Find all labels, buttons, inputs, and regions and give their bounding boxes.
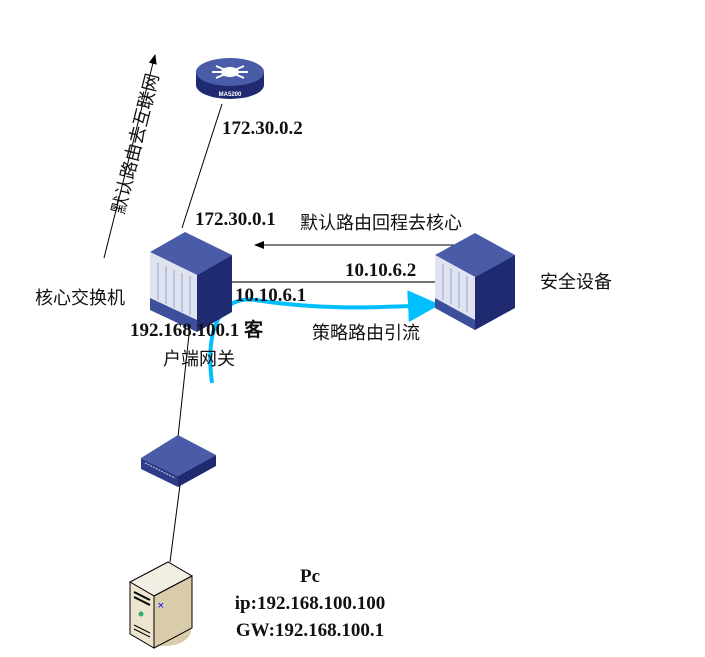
svg-text:×: ×	[157, 601, 165, 611]
policy-route-label: 策略路由引流	[312, 323, 420, 344]
link-router-core	[181, 103, 223, 229]
pc-tower-icon: ×	[128, 561, 194, 649]
default-route-return-label: 默认路由回程去核心	[300, 213, 462, 234]
pc-ip: ip:192.168.100.100	[235, 593, 385, 614]
link-switch-pc	[169, 484, 181, 563]
policy-flow-arrow	[208, 290, 440, 384]
default-route-internet-label: 默认路由去互联网	[108, 71, 163, 216]
core-uplink-ip-label: 172.30.0.1	[195, 209, 276, 230]
router-ip-label: 172.30.0.2	[222, 118, 303, 139]
security-ip-label: 10.10.6.2	[345, 260, 416, 281]
router-label: MA5200	[219, 92, 242, 98]
pc-gateway: GW:192.168.100.1	[236, 620, 384, 641]
link-core-switch	[177, 324, 191, 438]
router-icon: MA5200	[196, 58, 264, 99]
gateway-label-line1: 192.168.100.1 客	[130, 318, 264, 341]
security-device-icon	[435, 233, 515, 330]
internet-arrow	[103, 54, 157, 259]
pc-title: Pc	[300, 566, 320, 587]
gateway-label-line2: 户端网关	[163, 349, 235, 370]
access-switch-icon	[141, 435, 216, 487]
core-to-security-ip-label: 10.10.6.1	[235, 285, 306, 306]
security-device-label: 安全设备	[540, 272, 612, 293]
core-switch-icon	[150, 232, 232, 332]
core-switch-label: 核心交换机	[35, 288, 125, 309]
